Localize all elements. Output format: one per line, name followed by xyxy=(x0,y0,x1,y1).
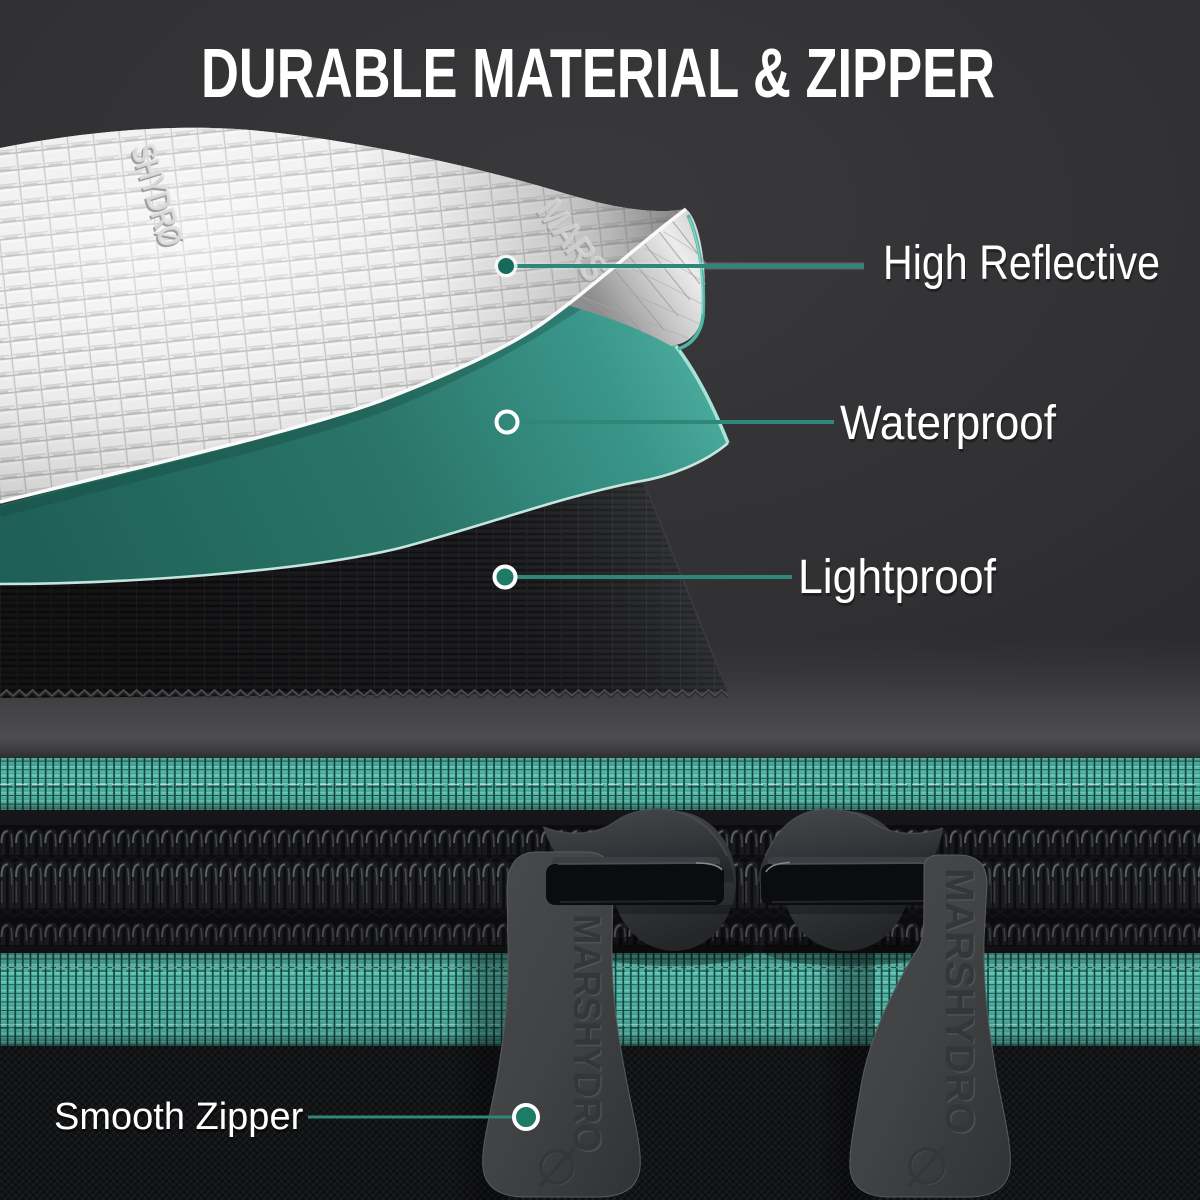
svg-text:Waterproof: Waterproof xyxy=(841,400,1058,453)
svg-text:Smooth Zipper: Smooth Zipper xyxy=(54,1096,304,1138)
svg-text:Lightproof: Lightproof xyxy=(798,551,997,604)
svg-text:Waterproof: Waterproof xyxy=(840,397,1057,450)
svg-text:Smooth Zipper: Smooth Zipper xyxy=(55,1099,305,1141)
svg-text:High Reflective: High Reflective xyxy=(884,240,1161,293)
svg-text:MARSHYDRO: MARSHYDRO xyxy=(565,914,607,1152)
svg-text:MARSHYDRO: MARSHYDRO xyxy=(939,870,983,1136)
svg-text:MARSHYDRO: MARSHYDRO xyxy=(937,868,981,1134)
svg-text:MARSHYDRO: MARSHYDRO xyxy=(567,916,609,1154)
svg-text:Lightproof: Lightproof xyxy=(799,554,998,607)
svg-text:DURABLE MATERIAL & ZIPPER: DURABLE MATERIAL & ZIPPER xyxy=(201,34,995,112)
svg-text:High Reflective: High Reflective xyxy=(883,237,1160,290)
